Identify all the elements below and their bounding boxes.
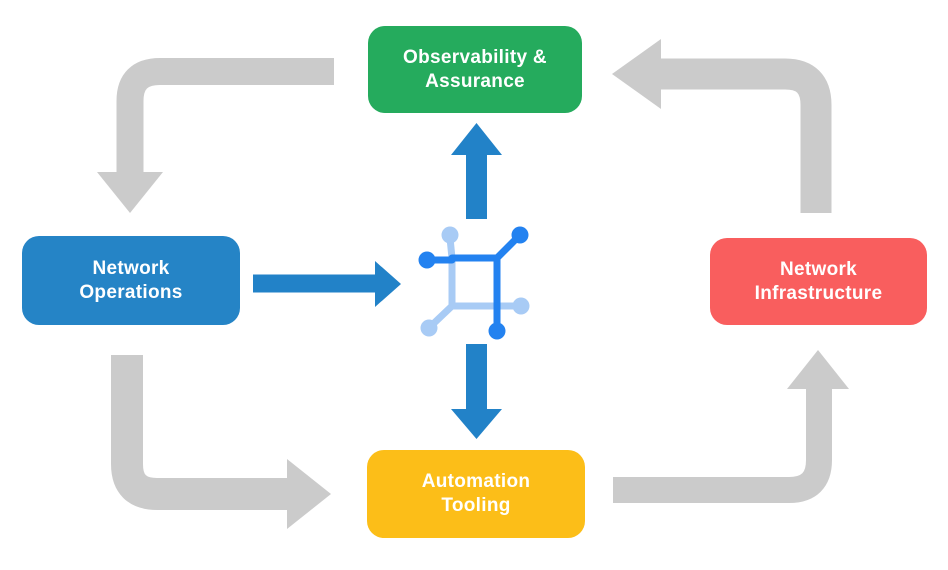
node-observability-assurance: Observability & Assurance: [368, 26, 582, 113]
node-network-infrastructure: Network Infrastructure: [710, 238, 927, 325]
node-label-line2: Infrastructure: [754, 282, 883, 304]
network-chip-icon: [418, 226, 530, 340]
node-automation-tooling: Automation Tooling: [367, 450, 585, 538]
cycle-arrow-operations-to-automation: [111, 355, 331, 529]
flow-arrow-center-to-automation: [451, 344, 502, 439]
flow-arrow-head-up: [451, 123, 502, 155]
flow-arrow-operations-to-center: [253, 261, 401, 307]
cycle-arrow-observability-to-operations: [97, 58, 334, 213]
cycle-arrow-shaft: [660, 58, 832, 213]
flow-arrow-head-down: [451, 409, 502, 439]
node-label-line1: Observability &: [403, 46, 547, 68]
node-label-line2: Assurance: [425, 70, 525, 92]
cycle-arrow-head-up: [787, 350, 849, 389]
node-label-line1: Automation: [421, 471, 531, 492]
cycle-arrow-shaft: [116, 58, 334, 174]
node-label-line2: Operations: [79, 281, 183, 303]
cycle-arrow-head-left: [612, 39, 661, 109]
network-chip-icon-light-nodes: [420, 226, 530, 337]
cycle-arrow-automation-to-infrastructure: [613, 350, 849, 503]
node-label-line2: Tooling: [441, 495, 511, 516]
network-chip-icon-dark-nodes: [418, 226, 529, 340]
flow-arrow-head-right: [375, 261, 401, 307]
cycle-arrow-shaft: [111, 355, 288, 510]
node-label-line1: Network: [92, 257, 170, 279]
cycle-arrow-infrastructure-to-observability: [612, 39, 832, 213]
node-network-operations: Network Operations: [22, 236, 240, 325]
cycle-arrow-head-down: [97, 172, 163, 213]
flow-arrow-center-to-observability: [451, 123, 502, 219]
cycle-arrow-head-right: [287, 459, 331, 529]
cycle-arrow-shaft: [613, 389, 832, 503]
node-label-line1: Network: [779, 258, 858, 280]
